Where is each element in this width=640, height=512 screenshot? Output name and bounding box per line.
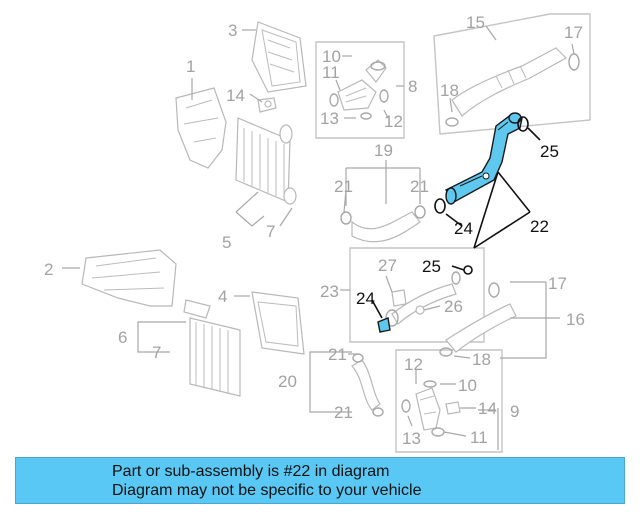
callout-25: 25: [422, 257, 441, 276]
callout-24: 24: [454, 219, 473, 238]
group-box-8: [315, 41, 405, 139]
callout-19: 19: [374, 141, 393, 160]
callout-21: 21: [334, 177, 353, 196]
callout-22: 22: [530, 217, 549, 236]
callout-2: 2: [44, 260, 53, 279]
callouts: 1 3 14 5 7 10 11 8 13 12 15 17 18 19 21 …: [44, 13, 585, 448]
callout-20: 20: [278, 372, 297, 391]
part-16-hose: [439, 282, 517, 357]
callout-26: 26: [444, 297, 463, 316]
callout-5: 5: [222, 233, 231, 252]
part-14-bolt: [257, 97, 277, 113]
callout-12: 12: [384, 112, 403, 131]
callout-21: 21: [410, 177, 429, 196]
part-5-intercooler: [235, 117, 297, 205]
group-box-9: [395, 349, 503, 453]
callout-21: 21: [334, 403, 353, 422]
callout-13: 13: [402, 429, 421, 448]
part-3-airbox: [251, 21, 307, 93]
part-20-hose: [351, 353, 384, 417]
callout-13: 13: [320, 109, 339, 128]
callout-25: 25: [540, 142, 559, 161]
part-8-assembly: [329, 59, 389, 120]
callout-16: 16: [566, 310, 585, 329]
callout-21: 21: [328, 345, 347, 364]
callout-17: 17: [548, 274, 567, 293]
leader-lines: [62, 25, 575, 450]
o-ring-24-upper: [434, 198, 446, 214]
callout-11: 11: [322, 63, 340, 82]
part-6-intercooler: [183, 299, 241, 397]
part-19-hose: [340, 205, 426, 243]
o-ring-25-upper: [517, 116, 529, 132]
callout-12: 12: [404, 355, 423, 374]
callout-18: 18: [472, 350, 491, 369]
caption-line-2: Diagram may not be specific to your vehi…: [112, 481, 422, 499]
part-1-bracket: [175, 87, 227, 169]
callout-10: 10: [458, 376, 477, 395]
callout-11: 11: [470, 428, 488, 447]
callout-7: 7: [266, 222, 275, 241]
part-22-charge-pipe: [444, 112, 523, 205]
callout-10: 10: [322, 47, 341, 66]
part-2-duct: [81, 249, 177, 307]
callout-6: 6: [118, 328, 127, 347]
callout-27: 27: [378, 256, 397, 275]
callout-3: 3: [228, 21, 237, 40]
group-box-15: [433, 13, 591, 135]
part-9-assembly: [401, 380, 461, 437]
callout-14: 14: [478, 399, 497, 418]
callout-9: 9: [510, 402, 519, 421]
callout-23: 23: [320, 282, 339, 301]
callout-15: 15: [466, 13, 485, 32]
callout-24: 24: [356, 289, 375, 308]
group-box-23: [349, 247, 485, 343]
callout-8: 8: [408, 77, 417, 96]
caption-line-1: Part or sub-assembly is #22 in diagram: [112, 462, 390, 480]
callout-7: 7: [152, 343, 161, 362]
callout-14: 14: [226, 86, 245, 105]
callout-4: 4: [218, 287, 227, 306]
caption-banner: Part or sub-assembly is #22 in diagram D…: [15, 457, 625, 504]
callout-1: 1: [186, 57, 195, 76]
part-4-housing: [251, 291, 305, 355]
callout-18: 18: [440, 81, 459, 100]
callout-17: 17: [564, 23, 583, 42]
